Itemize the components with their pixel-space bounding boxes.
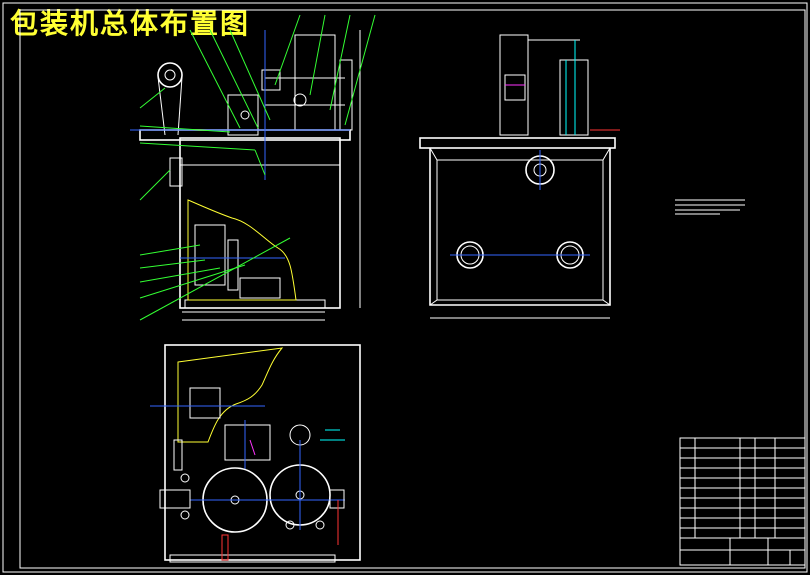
drawing-title: 包装机总体布置图 <box>10 7 251 40</box>
title-block <box>679 437 806 566</box>
top-view <box>150 344 361 563</box>
drawing-frame <box>19 9 806 569</box>
side-view <box>419 34 745 319</box>
front-view <box>130 14 376 321</box>
technical-notes <box>675 199 745 215</box>
